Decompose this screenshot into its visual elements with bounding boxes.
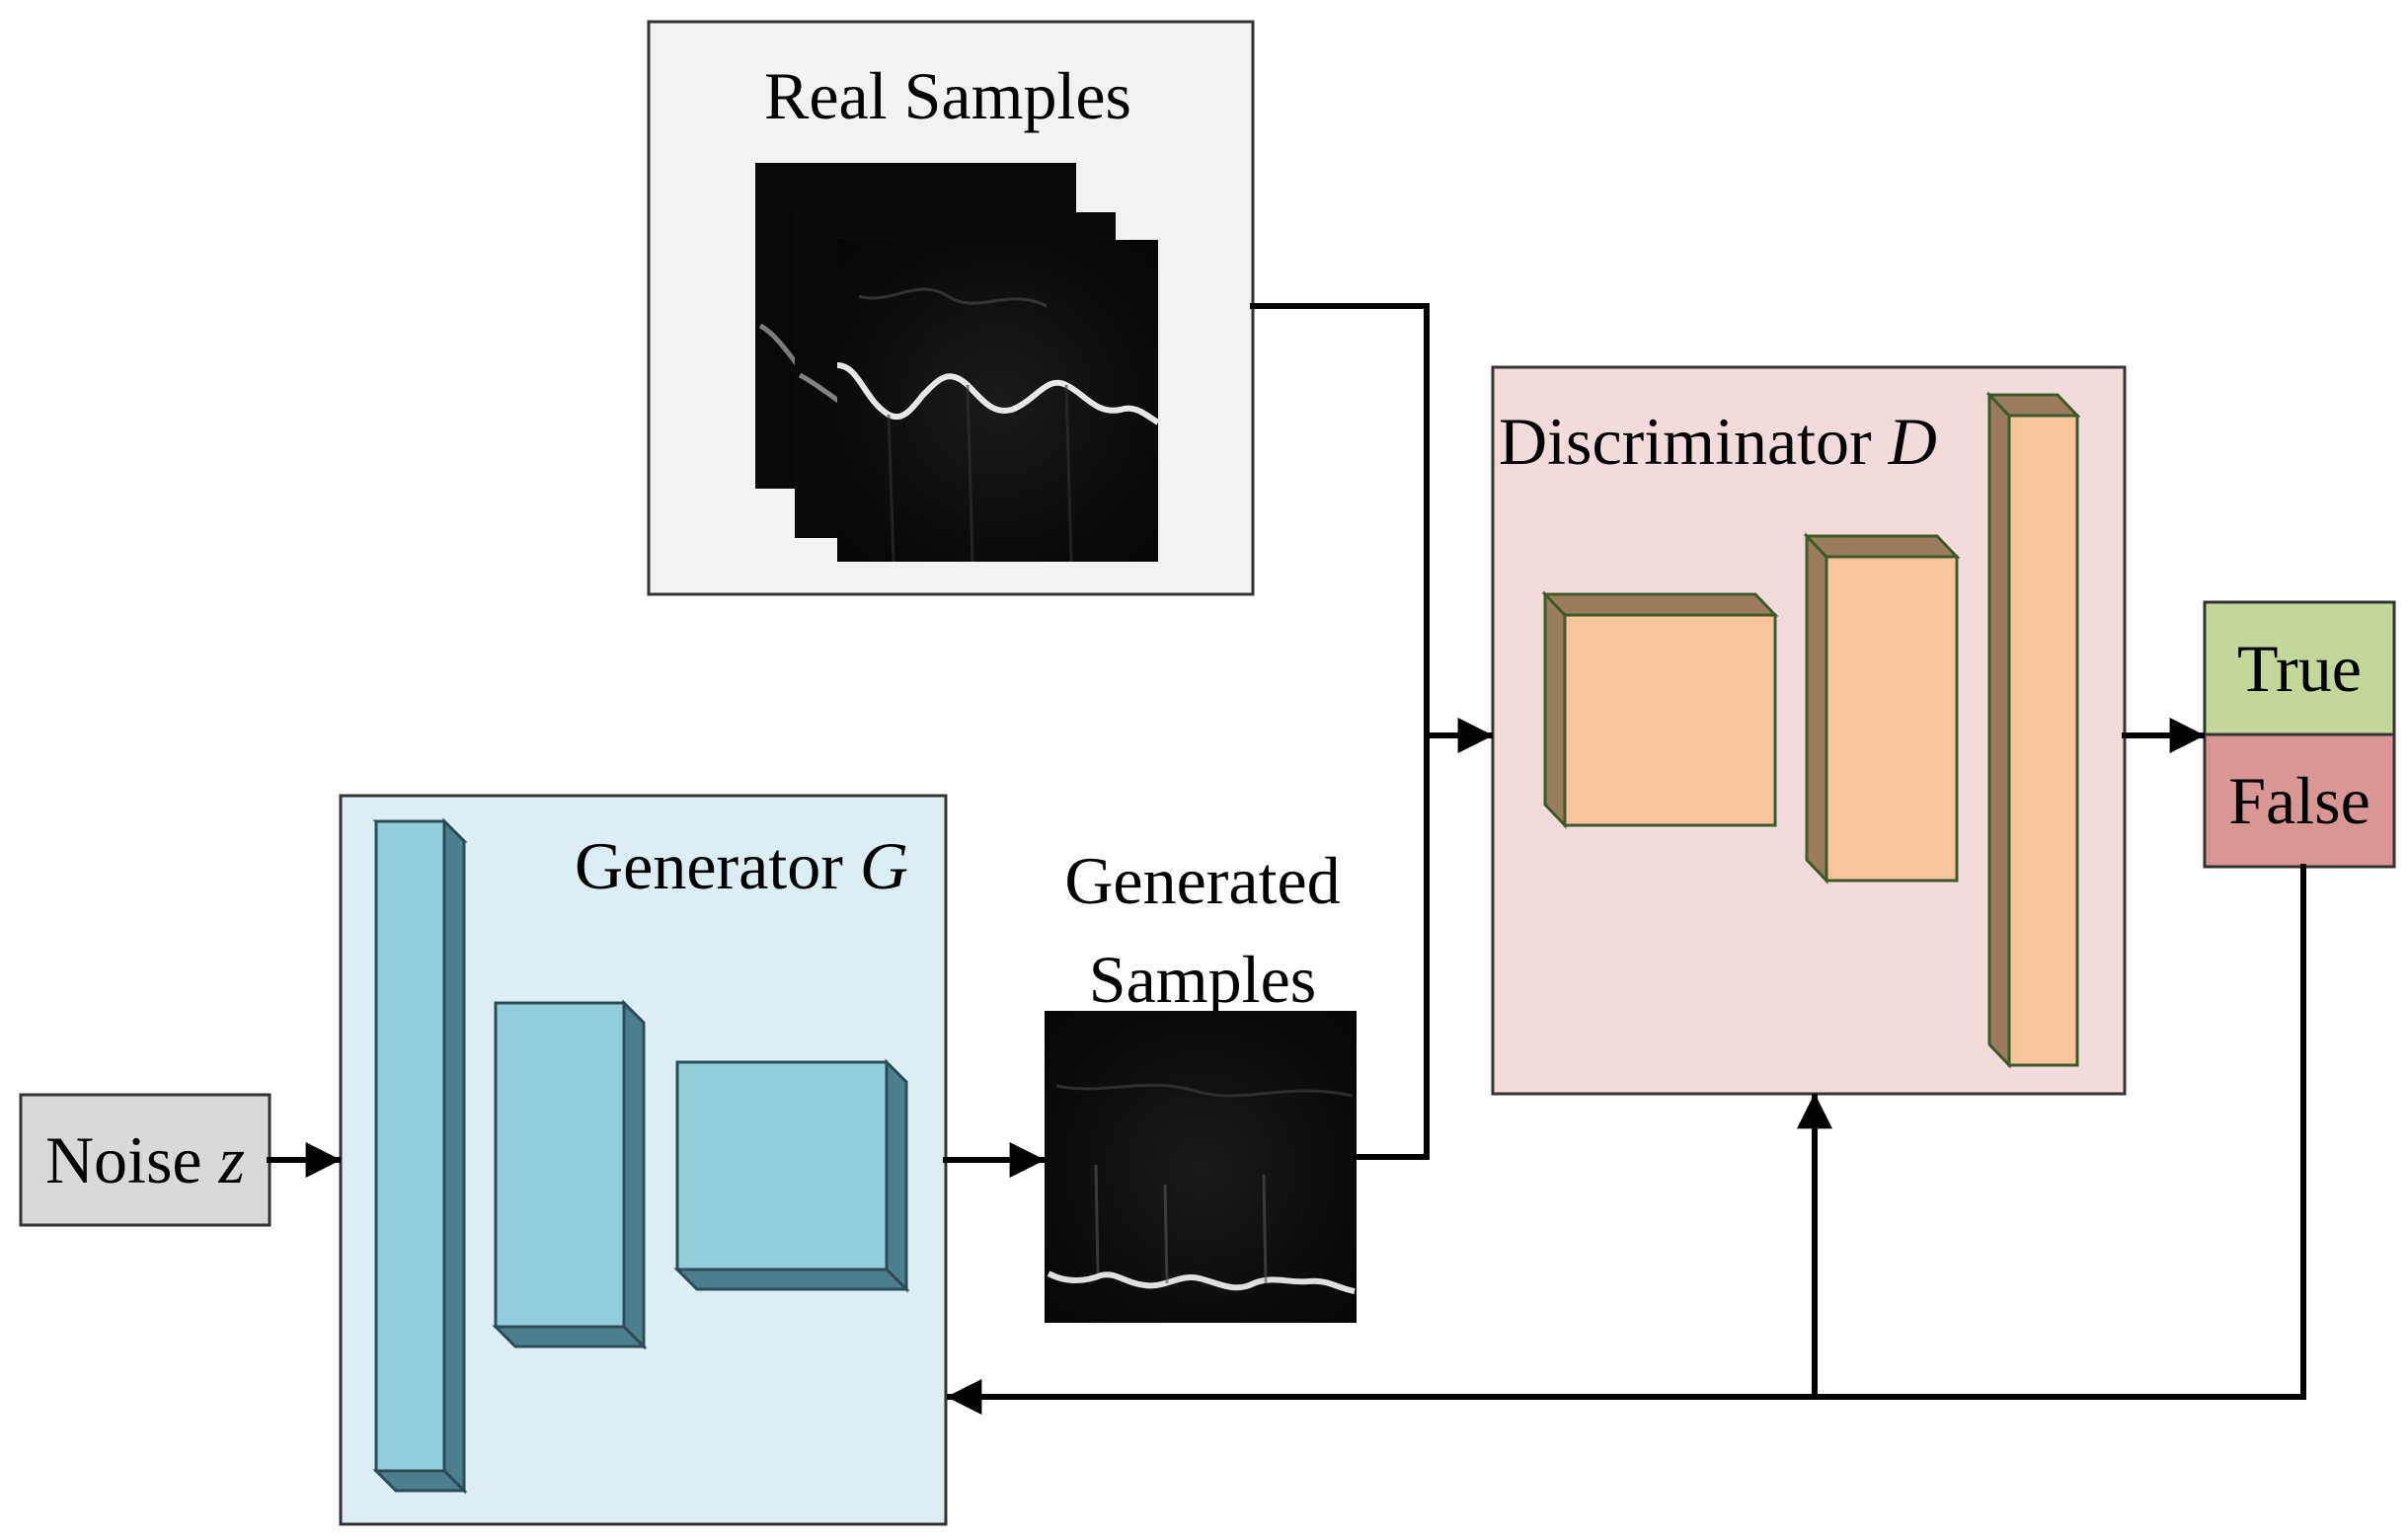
real-samples-panel: Real Samples bbox=[647, 20, 1255, 596]
false-cell bbox=[2203, 732, 2396, 869]
real-sample-image-3 bbox=[837, 240, 1158, 562]
noise-box: Noise z bbox=[19, 1093, 272, 1227]
generator-layer-3 bbox=[673, 1058, 910, 1293]
false-label: False bbox=[2228, 763, 2370, 838]
true-cell bbox=[2203, 600, 2396, 736]
line-output-feedback bbox=[946, 864, 2306, 1415]
noise-label: Noise z bbox=[45, 1122, 245, 1197]
discriminator-panel: Discriminator D bbox=[1491, 365, 2127, 1096]
generator-layer-2 bbox=[492, 999, 648, 1350]
discriminator-layer-3 bbox=[1985, 391, 2081, 1069]
generator-label: Generator G bbox=[575, 828, 908, 903]
generator-panel: Generator G bbox=[339, 794, 948, 1526]
discriminator-layer-1 bbox=[1541, 590, 1779, 829]
line-generated-to-merge bbox=[1354, 732, 1430, 1160]
line-real-to-merge bbox=[1250, 303, 1430, 738]
real-samples-label: Real Samples bbox=[764, 58, 1131, 133]
connectors bbox=[267, 303, 2306, 1415]
generated-samples-label-line2: Samples bbox=[1089, 942, 1316, 1017]
generator-layer-1 bbox=[372, 817, 468, 1495]
generated-samples-label-line1: Generated bbox=[1064, 843, 1340, 918]
discriminator-label: Discriminator D bbox=[1499, 404, 1937, 479]
output-box: True False bbox=[2203, 600, 2396, 869]
generated-samples: Generated Samples bbox=[1045, 843, 1357, 1323]
discriminator-layer-2 bbox=[1803, 532, 1961, 885]
true-label: True bbox=[2237, 631, 2362, 706]
real-sample-image-stack bbox=[755, 163, 1160, 563]
